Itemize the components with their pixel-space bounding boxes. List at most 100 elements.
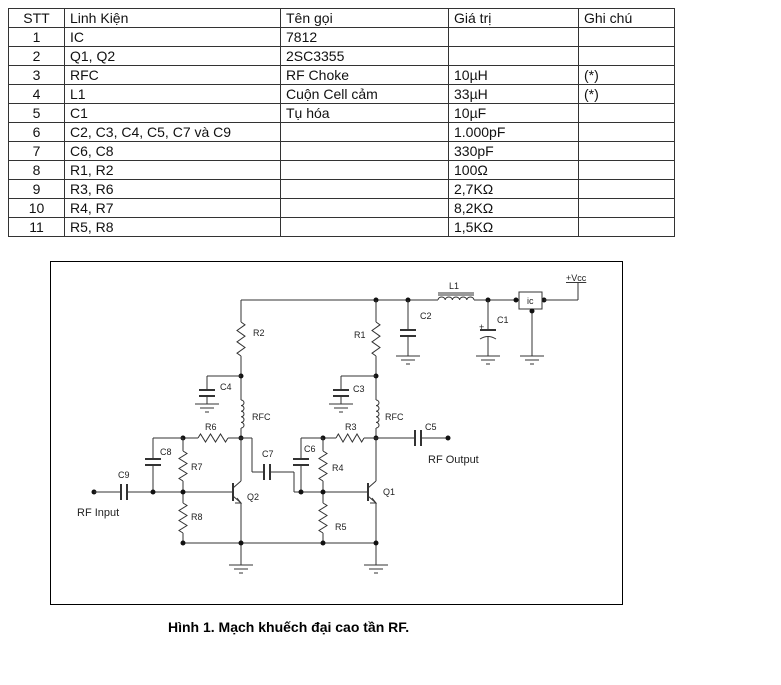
table-cell: 4	[8, 84, 65, 104]
table-cell: 8	[8, 160, 65, 180]
table-cell: R4, R7	[64, 198, 281, 218]
label-C2: C2	[420, 311, 432, 321]
table-cell: C2, C3, C4, C5, C7 và C9	[64, 122, 281, 142]
table-cell: 7	[8, 141, 65, 161]
table-header-cell: Linh Kiện	[64, 8, 281, 28]
table-cell: R3, R6	[64, 179, 281, 199]
table-cell: (*)	[578, 84, 675, 104]
label-L1: L1	[449, 281, 459, 291]
label-vcc: +Vcc	[566, 273, 587, 283]
table-cell: 10µH	[448, 65, 579, 85]
resistor-symbol	[197, 433, 229, 443]
table-cell: 5	[8, 103, 65, 123]
label-R5: R5	[335, 522, 347, 532]
junction-dot	[180, 489, 186, 495]
table-cell: Tụ hóa	[280, 103, 449, 123]
table-cell	[280, 217, 449, 237]
table-cell: 10	[8, 198, 65, 218]
table-cell: IC	[64, 27, 281, 47]
label-RFC-left: RFC	[252, 412, 271, 422]
table-cell: RF Choke	[280, 65, 449, 85]
junction-dot	[445, 435, 451, 441]
junction-dot	[238, 540, 244, 546]
table-cell	[280, 198, 449, 218]
figure-caption: Hình 1. Mạch khuếch đại cao tần RF.	[168, 619, 410, 635]
table-cell	[448, 27, 579, 47]
table-cell	[578, 198, 675, 218]
table-cell: C6, C8	[64, 141, 281, 161]
label-C4: C4	[220, 382, 232, 392]
table-cell	[578, 217, 675, 237]
table-cell: 6	[8, 122, 65, 142]
rf-amplifier-schematic: +Vcc ic L1 C1 + C2 R1 R2 C3 C4 RFC RFC R…	[77, 273, 587, 574]
table-cell	[578, 27, 675, 47]
resistor-symbol	[318, 450, 328, 482]
table-cell: C1	[64, 103, 281, 123]
table-cell: L1	[64, 84, 281, 104]
table-cell	[578, 160, 675, 180]
label-rf-input: RF Input	[77, 507, 119, 519]
label-C1-plus: +	[479, 322, 484, 332]
resistor-symbol	[335, 433, 365, 443]
label-C5: C5	[425, 422, 437, 432]
resistor-symbol	[178, 450, 188, 482]
label-R3: R3	[345, 422, 357, 432]
inductor-symbol	[437, 296, 475, 301]
label-ic: ic	[527, 296, 534, 306]
label-C3: C3	[353, 384, 365, 394]
label-C9: C9	[118, 470, 130, 480]
label-R1: R1	[354, 330, 366, 340]
table-cell: 2SC3355	[280, 46, 449, 66]
table-cell: R1, R2	[64, 160, 281, 180]
table-cell: Cuộn Cell cảm	[280, 84, 449, 104]
table-cell: 33µH	[448, 84, 579, 104]
junction-dot	[513, 297, 519, 303]
capacitor-plate	[479, 336, 497, 340]
label-C6: C6	[304, 444, 316, 454]
table-cell: 8,2KΩ	[448, 198, 579, 218]
table-cell: 11	[8, 217, 65, 237]
table-cell: RFC	[64, 65, 281, 85]
label-Q2: Q2	[247, 492, 259, 502]
junction-dot	[373, 540, 379, 546]
label-rf-output: RF Output	[428, 454, 479, 466]
table-cell	[578, 179, 675, 199]
table-cell: 100Ω	[448, 160, 579, 180]
table-cell	[280, 179, 449, 199]
label-R7: R7	[191, 462, 203, 472]
table-cell: 3	[8, 65, 65, 85]
label-Q1: Q1	[383, 487, 395, 497]
junction-dot	[150, 489, 156, 495]
table-header-cell: Tên gọi	[280, 8, 449, 28]
wire	[232, 480, 242, 489]
label-R8: R8	[191, 512, 203, 522]
wire	[367, 480, 377, 489]
inductor-symbol	[375, 399, 380, 429]
label-R4: R4	[332, 463, 344, 473]
table-cell: 1	[8, 27, 65, 47]
table-cell: (*)	[578, 65, 675, 85]
table-cell: 1,5KΩ	[448, 217, 579, 237]
junction-dot	[180, 540, 186, 546]
table-cell: R5, R8	[64, 217, 281, 237]
table-header-cell: STT	[8, 8, 65, 28]
label-R2: R2	[253, 328, 265, 338]
table-cell	[280, 160, 449, 180]
table-cell	[578, 141, 675, 161]
table-cell	[578, 122, 675, 142]
table-cell	[578, 46, 675, 66]
resistor-symbol	[371, 321, 381, 357]
table-cell: Q1, Q2	[64, 46, 281, 66]
circuit-diagram: +Vcc ic L1 C1 + C2 R1 R2 C3 C4 RFC RFC R…	[50, 261, 623, 605]
label-C1: C1	[497, 315, 509, 325]
